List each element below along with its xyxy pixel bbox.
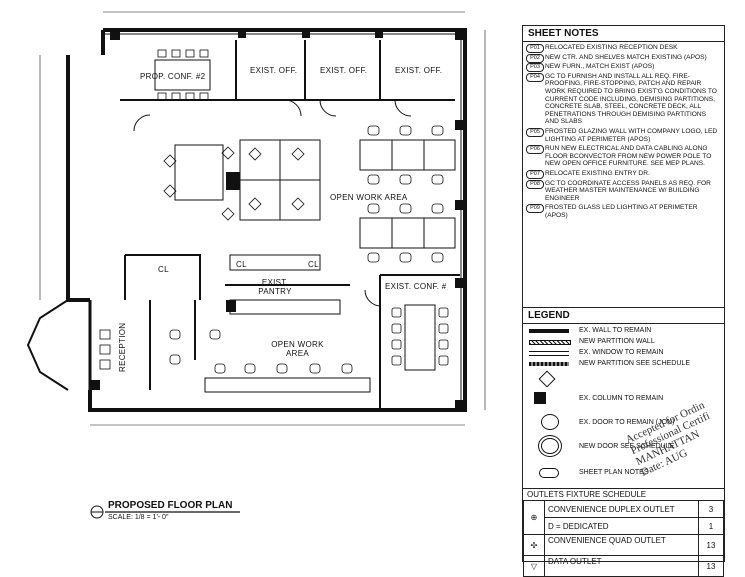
sheet-note-text: NEW CTR. AND SHELVES MATCH EXISTING (APO…	[545, 53, 707, 61]
schedule-row: ✣ CONVENIENCE QUAD OUTLET 13	[523, 534, 724, 556]
sheet-note-text: RELOCATED EXISTING RECEPTION DESK	[545, 44, 678, 51]
sheet-note-text: FROSTED GLAZING WALL WITH COMPANY LOGO, …	[545, 127, 718, 143]
duplex-outlet-icon: ⊕	[523, 500, 545, 535]
sheet-note-tag: P03	[526, 63, 544, 73]
schedule-count: 13	[698, 534, 724, 556]
legend-label: NEW PARTITION SEE SCHEDULE	[579, 360, 690, 367]
room-label-closet-2: CL	[236, 260, 247, 269]
room-label-open-work-2: OPEN WORK AREA	[271, 340, 324, 358]
room-label-prop-conf: PROP. CONF. #2	[140, 72, 206, 81]
room-label-exist-off-2: EXIST. OFF.	[320, 66, 368, 75]
legend-label: EX. COLUMN TO REMAIN	[579, 395, 664, 402]
sheet-note-text: NEW FURN., MATCH EXIST (APOS)	[545, 63, 655, 71]
room-label-closet-1: CL	[158, 265, 169, 274]
room-label-closet-3: CL	[308, 260, 319, 269]
schedule-label: CONVENIENCE QUAD OUTLET	[544, 534, 699, 556]
sheet-note-tag: P01	[526, 44, 544, 53]
room-label-reception: RECEPTION	[118, 322, 127, 372]
sheet-note-text: GC TO COORDINATE ACCESS PANELS AS REQ. F…	[545, 179, 711, 202]
door-tag-icon	[541, 414, 559, 430]
new-partition-swatch	[529, 340, 571, 345]
floor-plan-drawing	[26, 11, 486, 519]
sheet-note-tag: P02	[526, 53, 544, 63]
quad-outlet-icon: ✣	[523, 534, 545, 556]
partition-tag-icon	[538, 370, 556, 388]
sheet-note-tag: P05	[526, 127, 544, 137]
sheet-note-tag-icon	[539, 468, 559, 478]
room-label-exist-off-3: EXIST. OFF.	[395, 66, 443, 75]
schedule-row: D = DEDICATED 1	[524, 517, 724, 535]
plan-scale: SCALE: 1/8 = 1'- 0"	[108, 514, 169, 521]
data-outlet-icon: ▽	[523, 555, 545, 577]
schedule-count: 13	[698, 555, 724, 577]
schedule-row: ⊕ CONVENIENCE DUPLEX OUTLET 3	[523, 500, 724, 535]
outlets-schedule-table: ⊕ CONVENIENCE DUPLEX OUTLET 3 D = DEDICA…	[523, 500, 724, 577]
schedule-label: DATA OUTLET	[544, 555, 699, 577]
legend-label: SHEET PLAN NOTES	[579, 469, 649, 476]
sheet-note-tag: P09	[526, 204, 544, 214]
sheet-note-text: RUN NEW ELECTRICAL AND DATA CABLING ALON…	[545, 145, 712, 168]
legend-label: EX. WINDOW TO REMAIN	[579, 349, 664, 356]
sheet-note-text: RELOCATE EXISTING ENTRY DR.	[545, 169, 650, 177]
ex-window-swatch	[529, 351, 569, 356]
room-label-exist-off-1: EXIST. OFF.	[250, 66, 298, 75]
schedule-label: CONVENIENCE DUPLEX OUTLET	[544, 500, 699, 518]
partition-schedule-swatch	[529, 362, 569, 366]
schedule-count: 1	[698, 517, 724, 535]
plan-title: PROPOSED FLOOR PLAN	[108, 500, 233, 511]
sheet-notes-title: SHEET NOTES	[523, 26, 724, 42]
schedule-row: ▽ DATA OUTLET 13	[523, 555, 724, 577]
ex-wall-swatch	[529, 329, 569, 333]
sheet-note-tag: P06	[526, 145, 544, 155]
sheet-note-text: FROSTED GLASS LED LIGHTING AT PERIMETER …	[545, 204, 698, 219]
schedule-count: 3	[698, 500, 724, 518]
legend-label: EX. DOOR TO REMAIN (JON)	[579, 419, 675, 426]
schedule-label: D = DEDICATED	[544, 517, 699, 535]
room-label-exist-pantry: EXIST. PANTRY	[258, 278, 292, 296]
room-label-open-work-1: OPEN WORK AREA	[330, 193, 408, 202]
legend-label: EX. WALL TO REMAIN	[579, 327, 652, 334]
legend-label: NEW PARTITION WALL	[579, 338, 655, 345]
sheet-note-tag: P07	[526, 169, 544, 179]
sheet-note-tag: P04	[526, 72, 544, 82]
column-icon	[534, 392, 546, 404]
sheet-note-text: GC TO FURNISH AND INSTALL ALL REQ. FIRE-…	[545, 72, 717, 126]
legend-list: EX. WALL TO REMAIN NEW PARTITION WALL EX…	[523, 323, 724, 483]
legend-label: NEW DOOR SEE SCHEDULE	[579, 443, 675, 450]
new-door-tag-icon	[541, 438, 559, 454]
sheet-note-tag: P08	[526, 179, 544, 189]
legend-title: LEGEND	[523, 307, 724, 324]
room-label-exist-conf: EXIST. CONF. #	[385, 282, 447, 291]
